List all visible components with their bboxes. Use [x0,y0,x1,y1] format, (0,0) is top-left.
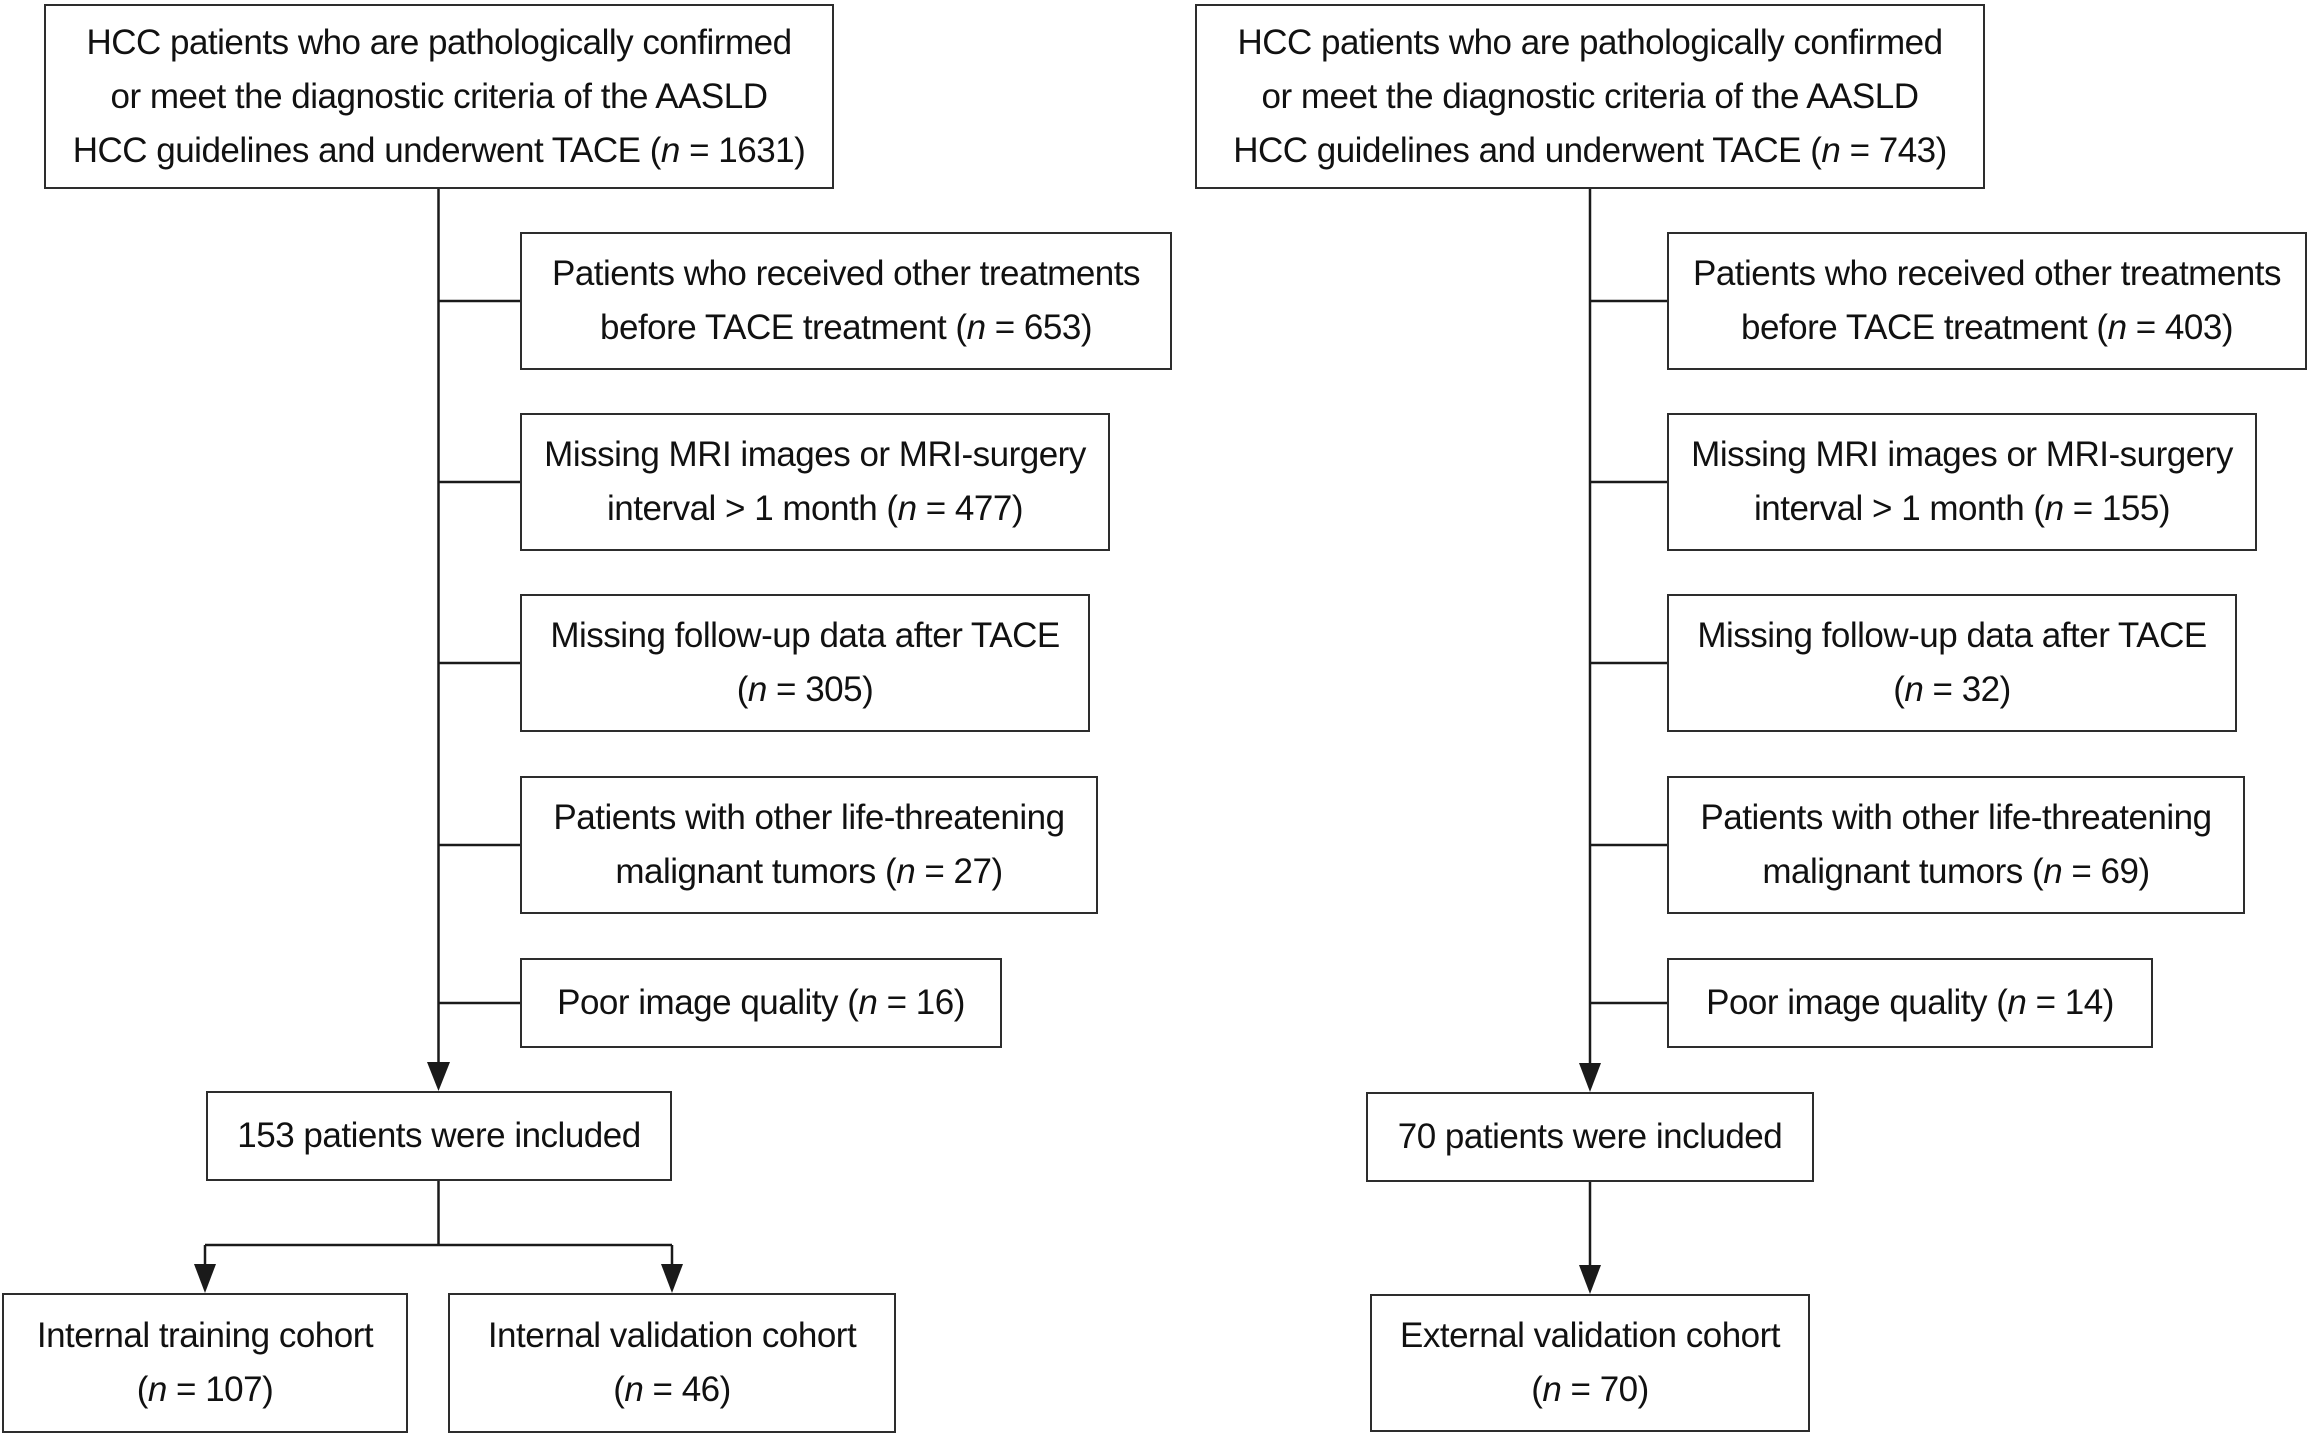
arrowhead-left-included [427,1062,450,1091]
box-text-line: Internal training cohort [36,1316,374,1355]
box-text-line: before TACE treatment (n = 653) [600,308,1092,347]
box-text-line: (n = 305) [737,663,874,717]
box-included-patients-external: 70 patients were included [1366,1092,1814,1182]
box-text-line: Patients with other life-threatening [1700,798,2212,837]
box-text-line: malignant tumors (n = 69) [1762,852,2150,891]
box-initial-population-external: HCC patients who are pathologically conf… [1195,4,1985,189]
sample-size: (n = 32) [1893,670,2011,709]
sample-size: (n = 16) [847,983,965,1022]
box-excluded-missing-mri-external: Missing MRI images or MRI-surgery interva… [1667,413,2257,551]
box-excluded-other-treatments-external: Patients who received other treatments be… [1667,232,2307,370]
box-text-line: Patients with other life-threatening [553,798,1065,837]
sample-size: (n = 46) [613,1370,731,1409]
box-text-line: Internal validation cohort [487,1316,857,1355]
sample-size: (n = 743) [1810,130,1947,170]
box-text-line: Missing follow-up data after TACE [1697,616,2207,655]
sample-size: (n = 477) [886,489,1023,528]
box-excluded-poor-quality-internal: Poor image quality (n = 16) [520,958,1002,1048]
box-text-line: Missing follow-up data after TACE [550,616,1060,655]
box-initial-population-internal: HCC patients who are pathologically conf… [44,4,834,189]
box-text-line: interval > 1 month (n = 477) [607,489,1023,528]
box-text-line: HCC patients who are pathologically conf… [86,22,792,62]
sample-size: (n = 1631) [649,130,806,170]
box-excluded-other-tumors-external: Patients with other life-threatening mali… [1667,776,2245,914]
box-text-line: (n = 46) [613,1363,731,1417]
box-text-line: Patients who received other treatments [552,254,1140,293]
box-text-line: HCC guidelines and underwent TACE (n = 7… [1233,130,1947,170]
box-text-line: Patients who received other treatments [1693,254,2281,293]
box-text-line: interval > 1 month (n = 155) [1754,489,2170,528]
sample-size: (n = 14) [1996,983,2114,1022]
arrowhead-left-validation [661,1264,683,1293]
box-excluded-other-treatments-internal: Patients who received other treatments be… [520,232,1172,370]
arrowhead-right-included [1579,1063,1601,1092]
box-text-line: or meet the diagnostic criteria of the A… [1261,76,1919,116]
box-text-line: (n = 32) [1893,663,2011,717]
box-text-line: Missing MRI images or MRI-surgery [1691,435,2233,474]
box-text-line: Poor image quality (n = 14) [1706,983,2114,1022]
box-included-patients-internal: 153 patients were included [206,1091,672,1181]
sample-size: (n = 107) [136,1370,274,1409]
box-text-line: Missing MRI images or MRI-surgery [544,435,1086,474]
box-text-line: (n = 107) [137,1363,274,1417]
box-text-line: Poor image quality (n = 16) [557,983,965,1022]
box-excluded-missing-mri-internal: Missing MRI images or MRI-surgery interva… [520,413,1110,551]
box-internal-training-cohort: Internal training cohort (n = 107) [2,1293,408,1433]
sample-size: (n = 403) [2096,308,2233,347]
sample-size: (n = 70) [1531,1370,1649,1409]
box-text-line: (n = 70) [1531,1363,1649,1417]
box-text-line: malignant tumors (n = 27) [615,852,1003,891]
box-excluded-other-tumors-internal: Patients with other life-threatening mali… [520,776,1098,914]
box-excluded-missing-followup-internal: Missing follow-up data after TACE (n = 30… [520,594,1090,732]
box-excluded-missing-followup-external: Missing follow-up data after TACE (n = 32… [1667,594,2237,732]
box-text-line: before TACE treatment (n = 403) [1741,308,2233,347]
box-text-line: External validation cohort [1400,1316,1781,1355]
sample-size: (n = 155) [2033,489,2170,528]
box-text-line: HCC patients who are pathologically conf… [1237,22,1943,62]
sample-size: (n = 305) [736,670,874,709]
box-text-line: 70 patients were included [1397,1117,1783,1156]
box-external-validation-cohort: External validation cohort (n = 70) [1370,1294,1810,1432]
box-text-line: or meet the diagnostic criteria of the A… [110,76,768,116]
box-text-line: HCC guidelines and underwent TACE (n = 1… [72,130,806,170]
arrowhead-right-external [1579,1265,1601,1294]
sample-size: (n = 69) [2032,852,2150,891]
sample-size: (n = 27) [885,852,1003,891]
box-excluded-poor-quality-external: Poor image quality (n = 14) [1667,958,2153,1048]
sample-size: (n = 653) [955,308,1092,347]
box-internal-validation-cohort: Internal validation cohort (n = 46) [448,1293,896,1433]
box-text-line: 153 patients were included [237,1116,641,1155]
arrowhead-left-training [194,1264,216,1293]
